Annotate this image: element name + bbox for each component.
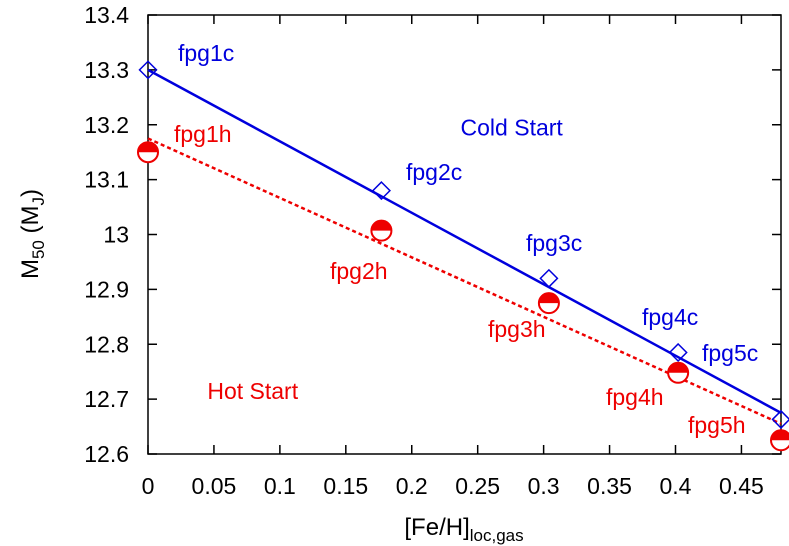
hot-point-label: fpg1h xyxy=(174,121,232,147)
diamond-marker xyxy=(539,268,559,288)
cold-point-label: fpg2c xyxy=(406,159,462,185)
y-tick-label: 12.9 xyxy=(84,276,129,302)
hot-fit-line xyxy=(147,137,782,425)
cold-point-label: fpg3c xyxy=(526,230,582,256)
cold-point-label: fpg4c xyxy=(642,304,698,330)
diamond-marker xyxy=(371,181,391,201)
x-tick-label: 0.25 xyxy=(455,473,500,499)
hot-start-annotation: Hot Start xyxy=(207,378,298,404)
half-circle-fill xyxy=(668,362,689,373)
y-tick-label: 12.8 xyxy=(84,331,129,357)
half-circle-fill xyxy=(138,142,158,153)
half-circle-fill xyxy=(538,293,559,304)
y-tick-label: 13.3 xyxy=(84,57,129,83)
axis-ticks: 0 0.05 0.1 0.15 0.2 0.25 0.3 0.35 0.4 0.45 12.6 12.… xyxy=(84,2,781,499)
cold-point-label: fpg5c xyxy=(702,340,758,366)
hot-point-label: fpg5h xyxy=(688,412,746,438)
hot-point-label: fpg3h xyxy=(488,316,546,342)
cold-fit-line xyxy=(147,68,782,414)
y-tick-label: 12.7 xyxy=(84,386,129,412)
x-tick-label: 0.1 xyxy=(264,473,296,499)
x-tick-label: 0.15 xyxy=(323,473,368,499)
cold-point-label: fpg1c xyxy=(178,40,234,66)
hot-point-label: fpg4h xyxy=(606,384,664,410)
x-tick-label: 0.45 xyxy=(719,473,764,499)
y-tick-label: 12.6 xyxy=(84,441,129,467)
y-tick-label: 13.2 xyxy=(84,112,129,138)
half-circle-fill xyxy=(371,220,392,231)
diamond-marker xyxy=(771,409,789,429)
x-axis-label: [Fe/H]loc,gas xyxy=(404,514,523,545)
y-tick-label: 13 xyxy=(103,222,129,248)
y-axis-label: M50 (MJ) xyxy=(17,189,48,279)
data-markers xyxy=(137,60,789,452)
x-tick-label: 0.3 xyxy=(528,473,560,499)
cold-start-annotation: Cold Start xyxy=(461,115,564,141)
y-tick-label: 13.4 xyxy=(84,2,129,28)
x-tick-label: 0.35 xyxy=(587,473,632,499)
y-tick-label: 13.1 xyxy=(84,167,129,193)
x-tick-label: 0.4 xyxy=(660,473,692,499)
diamond-marker xyxy=(668,342,688,363)
diamond-marker xyxy=(138,60,158,80)
x-tick-label: 0.2 xyxy=(396,473,428,499)
hot-point-label: fpg2h xyxy=(330,258,388,284)
x-tick-label: 0.05 xyxy=(192,473,237,499)
fit-lines xyxy=(147,68,782,425)
x-tick-label: 0 xyxy=(142,473,155,499)
half-circle-fill xyxy=(771,430,789,441)
